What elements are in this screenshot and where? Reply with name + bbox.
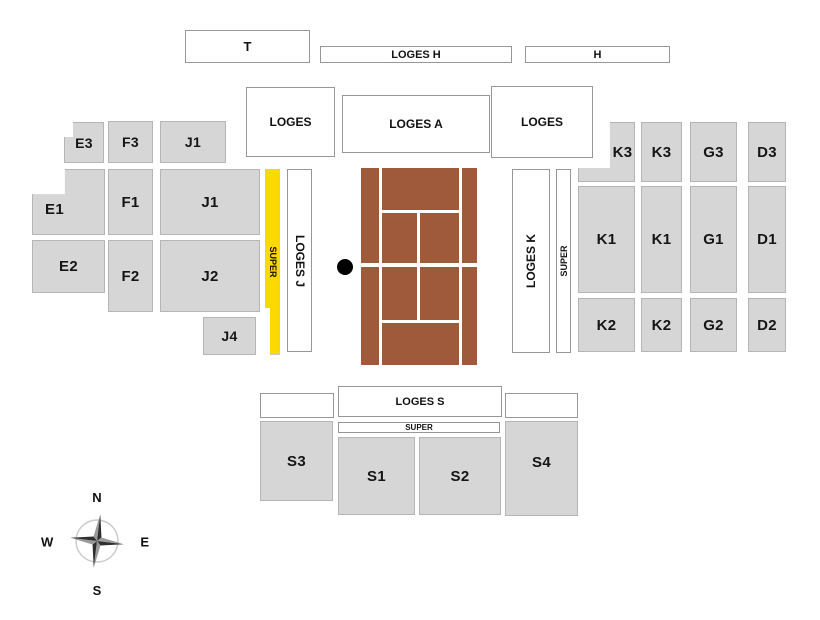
section-s2[interactable]: S2	[419, 437, 501, 515]
section-loges-east[interactable]: LOGES	[491, 86, 593, 158]
court-line	[417, 210, 420, 323]
compass-label-west: W	[41, 534, 54, 550]
section-f2[interactable]: F2	[108, 240, 153, 312]
court-line	[379, 320, 462, 323]
strip-super-west-label: SUPER	[267, 246, 278, 278]
section-f1[interactable]: F1	[108, 169, 153, 235]
strip-super-east-label: SUPER	[558, 245, 569, 277]
court-line	[379, 210, 462, 213]
section-s3[interactable]: S3	[260, 421, 333, 501]
section-south-box-right[interactable]	[505, 393, 578, 418]
section-d3[interactable]: D3	[748, 122, 786, 182]
strip-loges-k[interactable]: LOGES K	[512, 169, 550, 353]
section-k2-right[interactable]: K2	[641, 298, 682, 352]
strip-super-east[interactable]: SUPER	[556, 169, 571, 353]
section-loges-west[interactable]: LOGES	[246, 87, 335, 157]
compass-label-north: N	[92, 490, 102, 505]
tennis-court	[361, 168, 477, 365]
section-e2[interactable]: E2	[32, 240, 105, 293]
section-j4[interactable]: J4	[203, 317, 256, 355]
strip-super-south[interactable]: SUPER	[338, 422, 500, 433]
strip-loges-j-label: LOGES J	[292, 234, 307, 287]
section-e3[interactable]: E3	[64, 122, 104, 163]
section-d2[interactable]: D2	[748, 298, 786, 352]
compass-label-south: S	[92, 583, 102, 598]
section-k1-left[interactable]: K1	[578, 186, 635, 293]
section-h[interactable]: H	[525, 46, 670, 63]
section-g1[interactable]: G1	[690, 186, 737, 293]
section-j1[interactable]: J1	[160, 169, 260, 235]
compass-rose: N S W E	[39, 484, 155, 600]
section-s1[interactable]: S1	[338, 437, 415, 515]
section-t[interactable]: T	[185, 30, 310, 63]
section-s4[interactable]: S4	[505, 421, 578, 516]
section-loges-s[interactable]: LOGES S	[338, 386, 502, 417]
strip-loges-j[interactable]: LOGES J	[287, 169, 312, 352]
section-k1-right[interactable]: K1	[641, 186, 682, 293]
section-e1[interactable]: E1	[32, 169, 105, 235]
section-south-box-left[interactable]	[260, 393, 334, 418]
section-j2[interactable]: J2	[160, 240, 260, 312]
section-k3-right[interactable]: K3	[641, 122, 682, 182]
section-loges-a[interactable]: LOGES A	[342, 95, 490, 153]
compass-star-icon	[70, 514, 124, 568]
strip-loges-k-label: LOGES K	[524, 233, 538, 289]
section-j1-upper[interactable]: J1	[160, 121, 226, 163]
net-post-dot	[337, 259, 353, 275]
strip-super-west[interactable]: SUPER	[265, 169, 280, 355]
section-d1[interactable]: D1	[748, 186, 786, 293]
compass-label-east: E	[140, 534, 149, 550]
section-g2[interactable]: G2	[690, 298, 737, 352]
section-k2-left[interactable]: K2	[578, 298, 635, 352]
section-g3[interactable]: G3	[690, 122, 737, 182]
section-loges-h[interactable]: LOGES H	[320, 46, 512, 63]
section-f3[interactable]: F3	[108, 121, 153, 163]
